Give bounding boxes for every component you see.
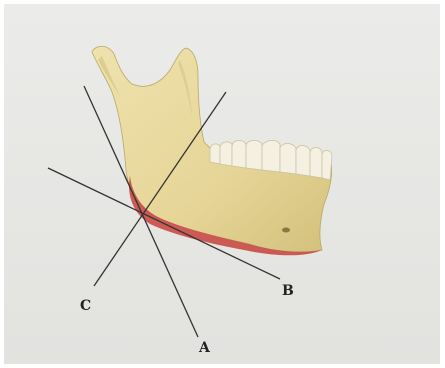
mental-foramen (282, 228, 290, 233)
label-a: A (198, 340, 211, 356)
label-b: B (282, 283, 294, 299)
diagram-frame: A B C (4, 4, 440, 364)
mandible-diagram: A B C (4, 4, 440, 364)
label-c: C (80, 298, 91, 314)
